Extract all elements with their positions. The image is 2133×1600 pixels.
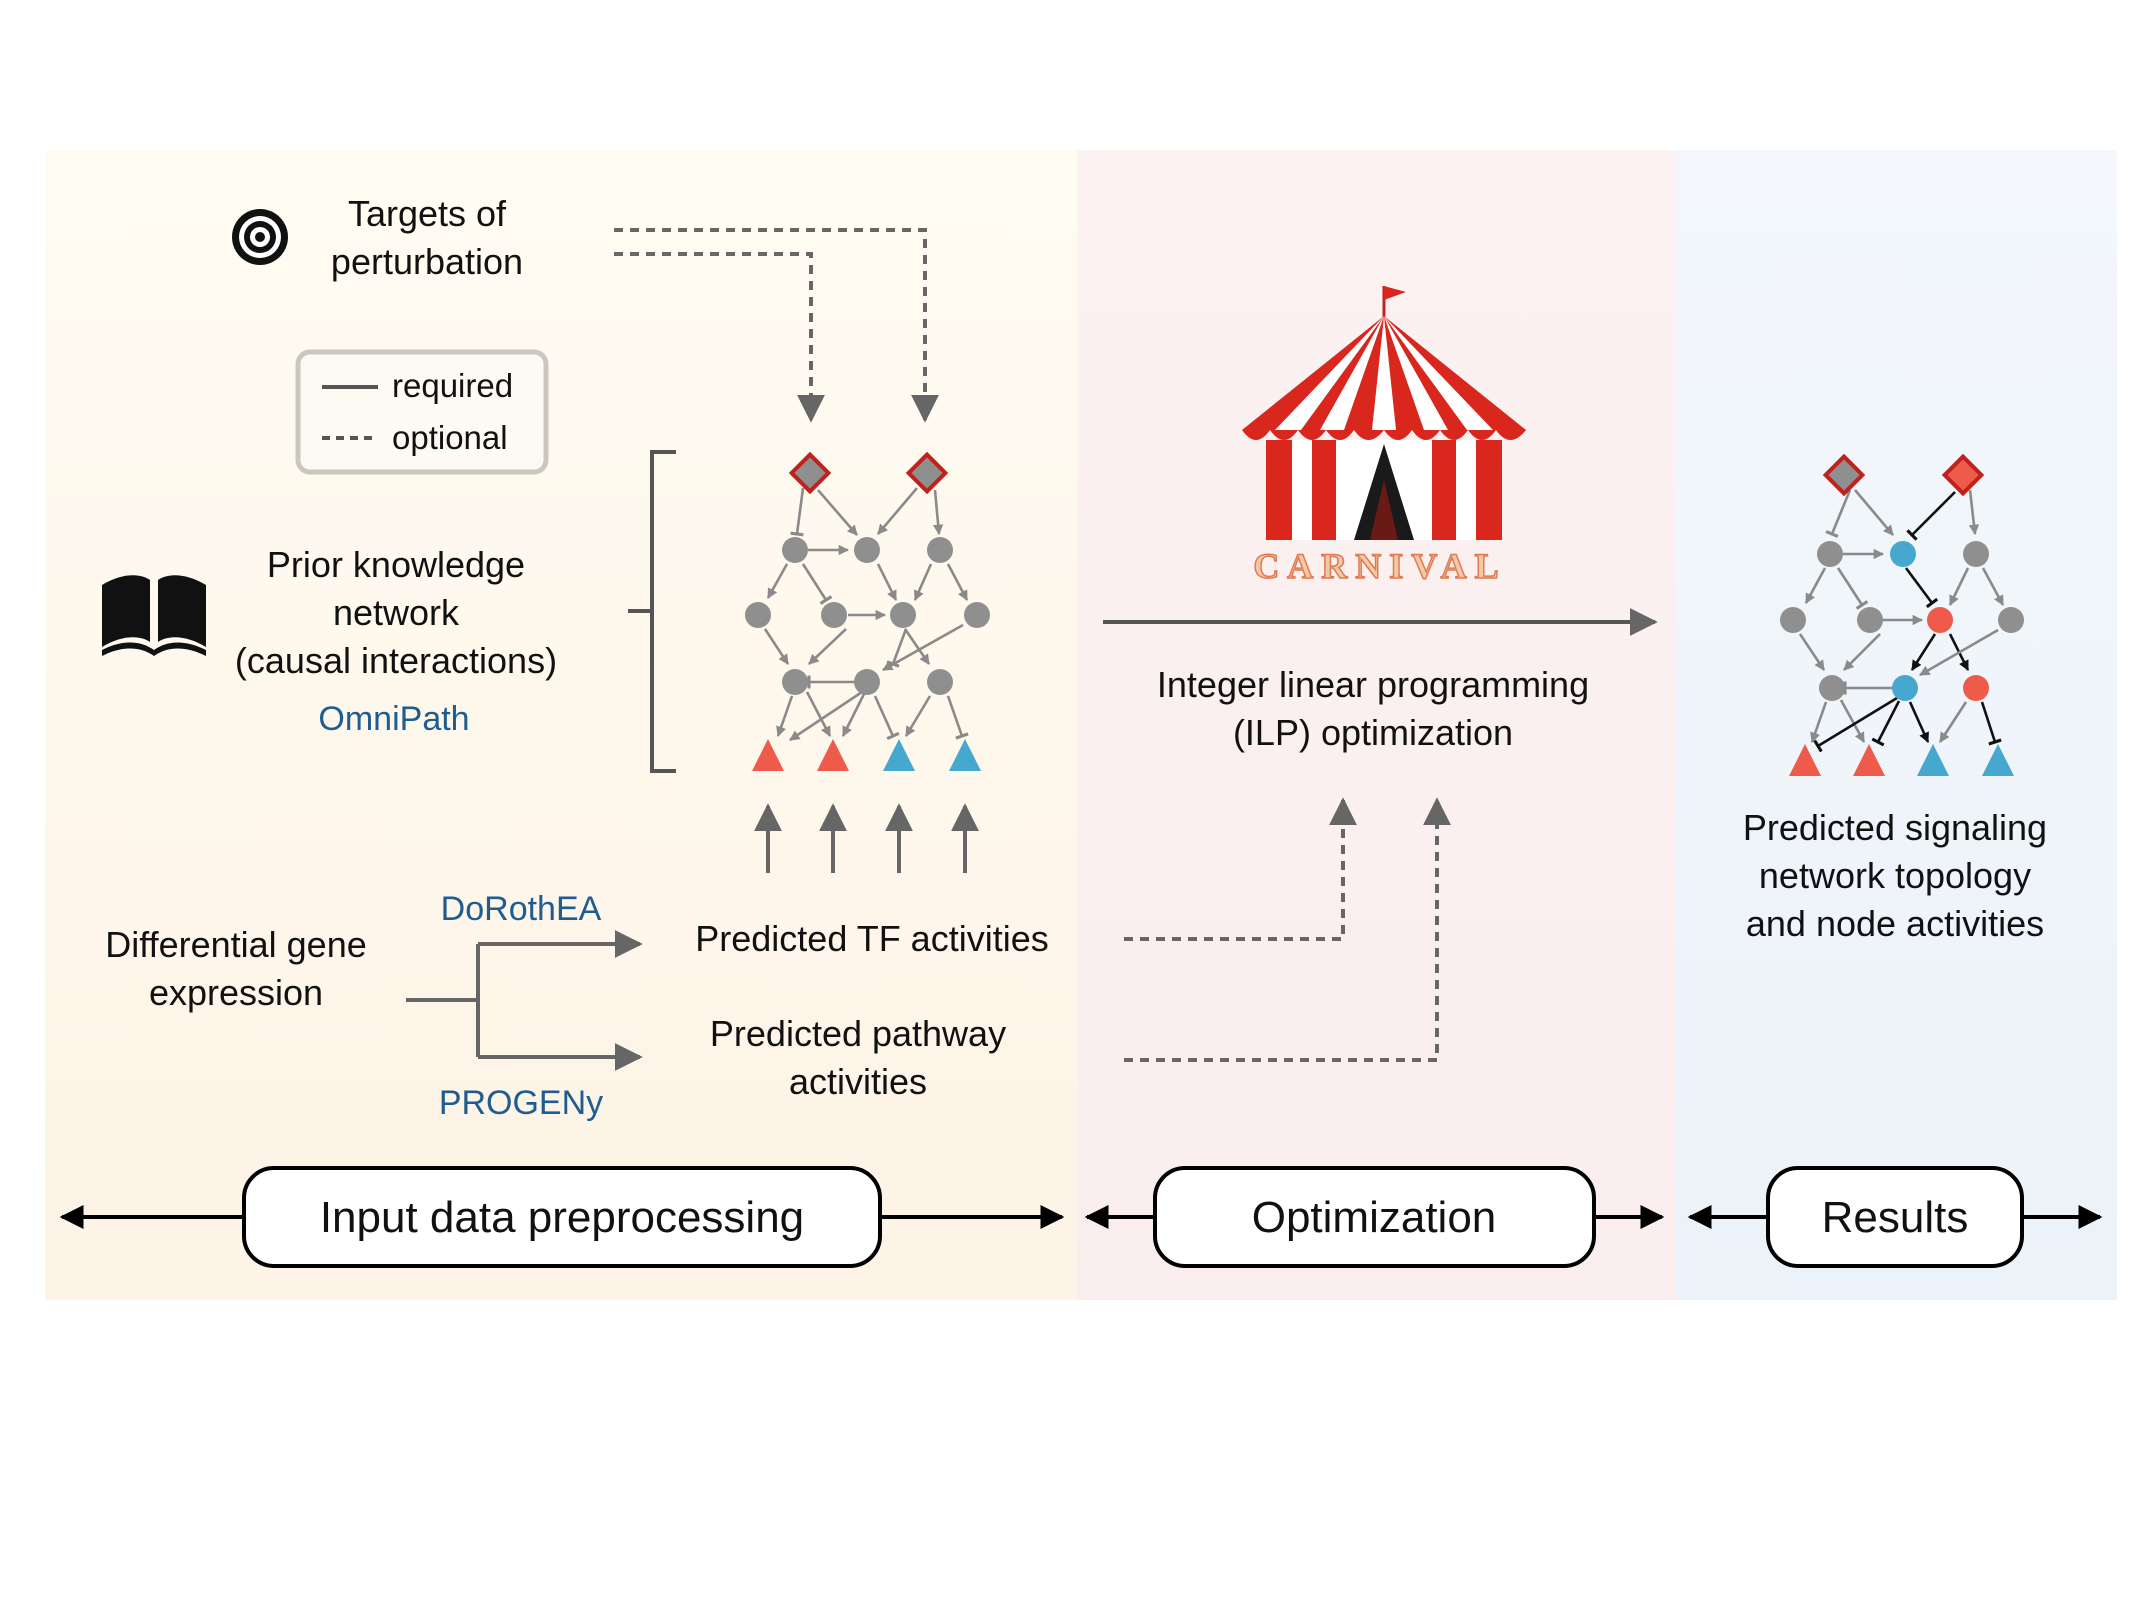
progeny-label: PROGENy [439,1084,603,1122]
network-node [1963,541,1989,567]
perturbation-label-line1: Targets of [348,193,507,234]
tf-node-up [1789,744,1821,776]
pathway-to-ilp-connector [1124,797,1451,1062]
tf-node-up [752,739,784,771]
input-stage-box [242,1166,882,1268]
pathway-activities-label-line1: Predicted pathway [710,1013,1006,1054]
dge-label-line2: expression [149,972,323,1013]
network-node [890,602,916,628]
network-node [964,602,990,628]
network-node [927,537,953,563]
network-node [1857,607,1883,633]
tf-node-down [883,739,915,771]
carnival-logo-text: CARNIVAL [1253,546,1506,586]
results-section-background [1675,150,2117,1300]
legend-required-label: required [392,367,513,404]
prior-knowledge-network [763,487,969,742]
network-node [1819,675,1845,701]
network-nodes [745,451,990,771]
optimization-stage-box [1153,1166,1596,1268]
network-node [745,602,771,628]
dge-branch-connector [406,944,480,1057]
network-node [854,537,880,563]
result-network-edges [1798,489,2005,753]
tf-node-down [1982,744,2014,776]
perturbation-connector-1 [614,252,825,423]
perturbed-node [905,451,949,495]
network-node [1817,541,1843,567]
network-node [1998,607,2024,633]
pkn-label-line3: (causal interactions) [235,640,557,681]
dorothea-label: DoRothEA [441,890,602,928]
input-section-background [45,150,1077,1300]
tf-to-ilp-connector [1124,797,1357,941]
circus-tent-icon [1242,286,1526,540]
pkn-label-line2: network [333,592,460,633]
network-node [782,537,808,563]
line-style-legend: required optional [295,349,549,475]
network-node [1780,607,1806,633]
ilp-label-line2: (ILP) optimization [1233,712,1513,753]
network-node-down [1892,675,1918,701]
tf-node-up [1853,744,1885,776]
optimization-stage-label: Optimization [1252,1193,1497,1242]
perturbed-node-active [1941,453,1985,497]
pkn-label-line1: Prior knowledge [267,544,525,585]
perturbation-label-line2: perturbation [331,241,523,282]
omnipath-label: OmniPath [318,700,469,738]
target-icon [232,209,288,265]
results-label-line3: and node activities [1746,903,2044,944]
input-stage-label: Input data preprocessing [320,1193,804,1242]
result-network-nodes [1780,453,2024,776]
network-node [821,602,847,628]
network-node [927,669,953,695]
perturbed-node [788,451,832,495]
pathway-activities-label-line2: activities [789,1061,927,1102]
dge-label-line1: Differential gene [105,924,367,965]
results-stage-box [1766,1166,2024,1268]
perturbation-connector-2 [614,228,939,423]
network-node-down [1890,541,1916,567]
network-node [782,669,808,695]
network-bracket [628,450,676,773]
book-icon [102,575,206,656]
perturbed-node [1822,453,1866,497]
tf-node-down [949,739,981,771]
tf-activities-label: Predicted TF activities [695,918,1048,959]
tf-node-up [817,739,849,771]
results-label-line1: Predicted signaling [1743,807,2047,848]
network-node [854,669,880,695]
tf-node-down [1917,744,1949,776]
legend-optional-label: optional [392,419,508,456]
ilp-label-line1: Integer linear programming [1157,664,1589,705]
network-node-up [1927,607,1953,633]
tf-to-network-arrows [754,803,979,873]
results-stage-label: Results [1822,1193,1969,1242]
network-node-up [1963,675,1989,701]
results-label-line2: network topology [1759,855,2031,896]
